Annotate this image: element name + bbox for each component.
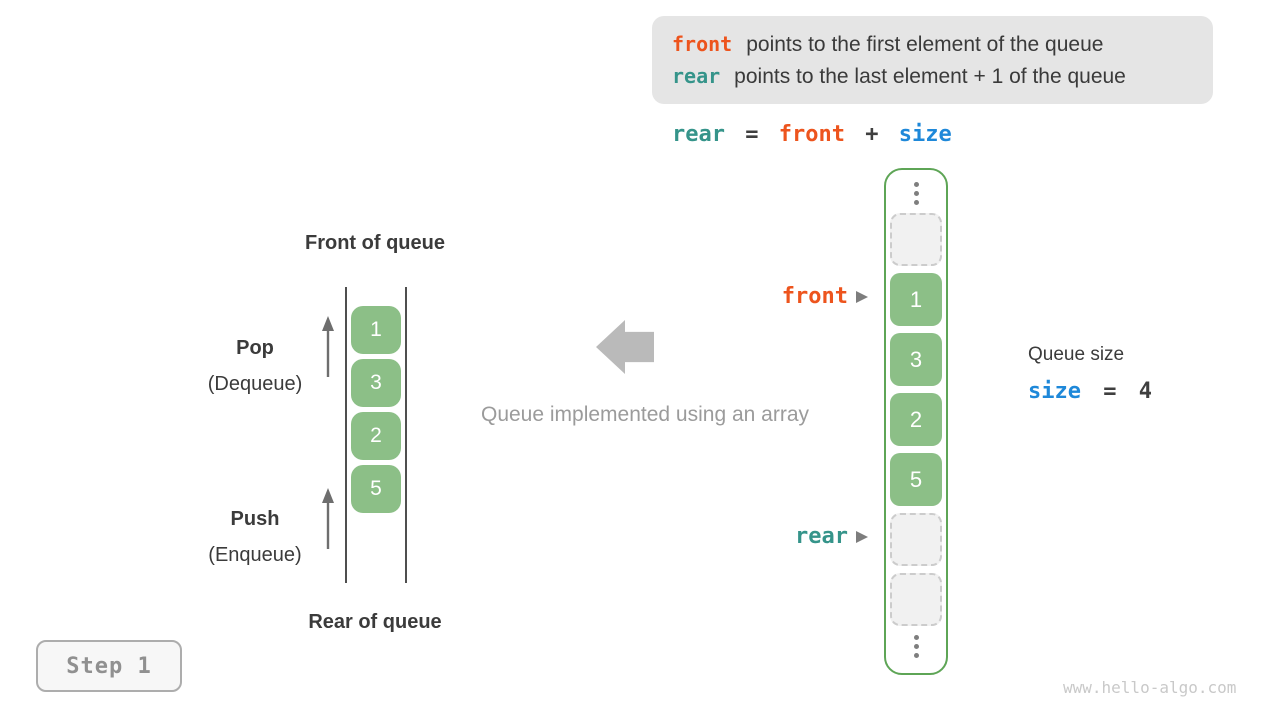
queue-cell: 1 xyxy=(351,306,401,354)
array-empty-cell xyxy=(890,513,942,566)
queue-channel-right-line xyxy=(405,287,407,583)
rear-formula: rear = front + size xyxy=(672,122,952,147)
front-of-queue-heading: Front of queue xyxy=(305,232,445,254)
rear-explanation: rear points to the last element + 1 of t… xyxy=(672,64,1193,89)
step-badge-label: Step 1 xyxy=(66,653,152,679)
front-code-token: front xyxy=(672,31,733,56)
pointer-explanation-box: front points to the first element of the… xyxy=(652,16,1213,104)
watermark: www.hello-algo.com xyxy=(1063,678,1237,697)
formula-plus: + xyxy=(865,122,879,147)
arrowhead-right-icon xyxy=(856,531,868,543)
queue-cell: 2 xyxy=(351,412,401,460)
rear-pointer: rear xyxy=(795,524,868,550)
vertical-ellipsis-icon xyxy=(913,633,919,659)
formula-size: size xyxy=(898,122,952,147)
pop-subtitle: (Dequeue) xyxy=(207,373,303,395)
arrowhead-right-icon xyxy=(856,291,868,303)
rear-explanation-text: points to the last element + 1 of the qu… xyxy=(734,64,1126,88)
queue-size-value-line: size = 4 xyxy=(1028,379,1152,404)
array-value-cell: 1 xyxy=(890,273,942,326)
ellipsis-dot xyxy=(913,643,919,649)
rear-of-queue-heading: Rear of queue xyxy=(308,611,442,633)
queue-cell: 3 xyxy=(351,359,401,407)
ellipsis-dot xyxy=(913,652,919,658)
queue-channel-left-line xyxy=(345,287,347,583)
front-explanation-text: points to the first element of the queue xyxy=(746,32,1104,56)
push-subtitle: (Enqueue) xyxy=(208,544,302,566)
array-value-cell: 5 xyxy=(890,453,942,506)
array-value-cell: 2 xyxy=(890,393,942,446)
queue-cells: 1 3 2 5 xyxy=(351,306,401,513)
step-badge: Step 1 xyxy=(36,640,182,692)
queue-size-label: Queue size xyxy=(1028,344,1125,365)
size-value: 4 xyxy=(1138,379,1152,404)
front-pointer: front xyxy=(782,284,868,310)
front-pointer-label: front xyxy=(781,284,848,309)
vertical-ellipsis-icon xyxy=(913,180,919,206)
front-explanation: front points to the first element of the… xyxy=(672,32,1193,57)
formula-rear: rear xyxy=(672,122,725,147)
size-code-token: size xyxy=(1028,379,1081,404)
size-equals: = xyxy=(1103,379,1117,404)
push-label: Push (Enqueue) xyxy=(160,505,350,569)
array-empty-cell xyxy=(890,213,942,266)
diagram-caption: Queue implemented using an array xyxy=(480,403,810,426)
rear-pointer-label: rear xyxy=(795,524,848,549)
formula-equals: = xyxy=(745,122,759,147)
queue-cell: 5 xyxy=(351,465,401,513)
rear-code-token: rear xyxy=(672,63,721,88)
push-title: Push xyxy=(230,508,280,530)
pop-label: Pop (Dequeue) xyxy=(160,334,350,398)
ellipsis-dot xyxy=(913,199,919,205)
push-arrow-up-icon xyxy=(322,488,334,549)
array-empty-cell xyxy=(890,573,942,626)
array-container: 1 3 2 5 xyxy=(884,168,948,675)
formula-front: front xyxy=(778,122,845,147)
ellipsis-dot xyxy=(913,634,919,640)
block-arrow-left-icon xyxy=(596,320,654,374)
array-value-cell: 3 xyxy=(890,333,942,386)
ellipsis-dot xyxy=(913,190,919,196)
pop-arrow-up-icon xyxy=(322,316,334,377)
ellipsis-dot xyxy=(913,181,919,187)
pop-title: Pop xyxy=(236,337,274,359)
queue-size-annotation: Queue size size = 4 xyxy=(1028,344,1152,404)
